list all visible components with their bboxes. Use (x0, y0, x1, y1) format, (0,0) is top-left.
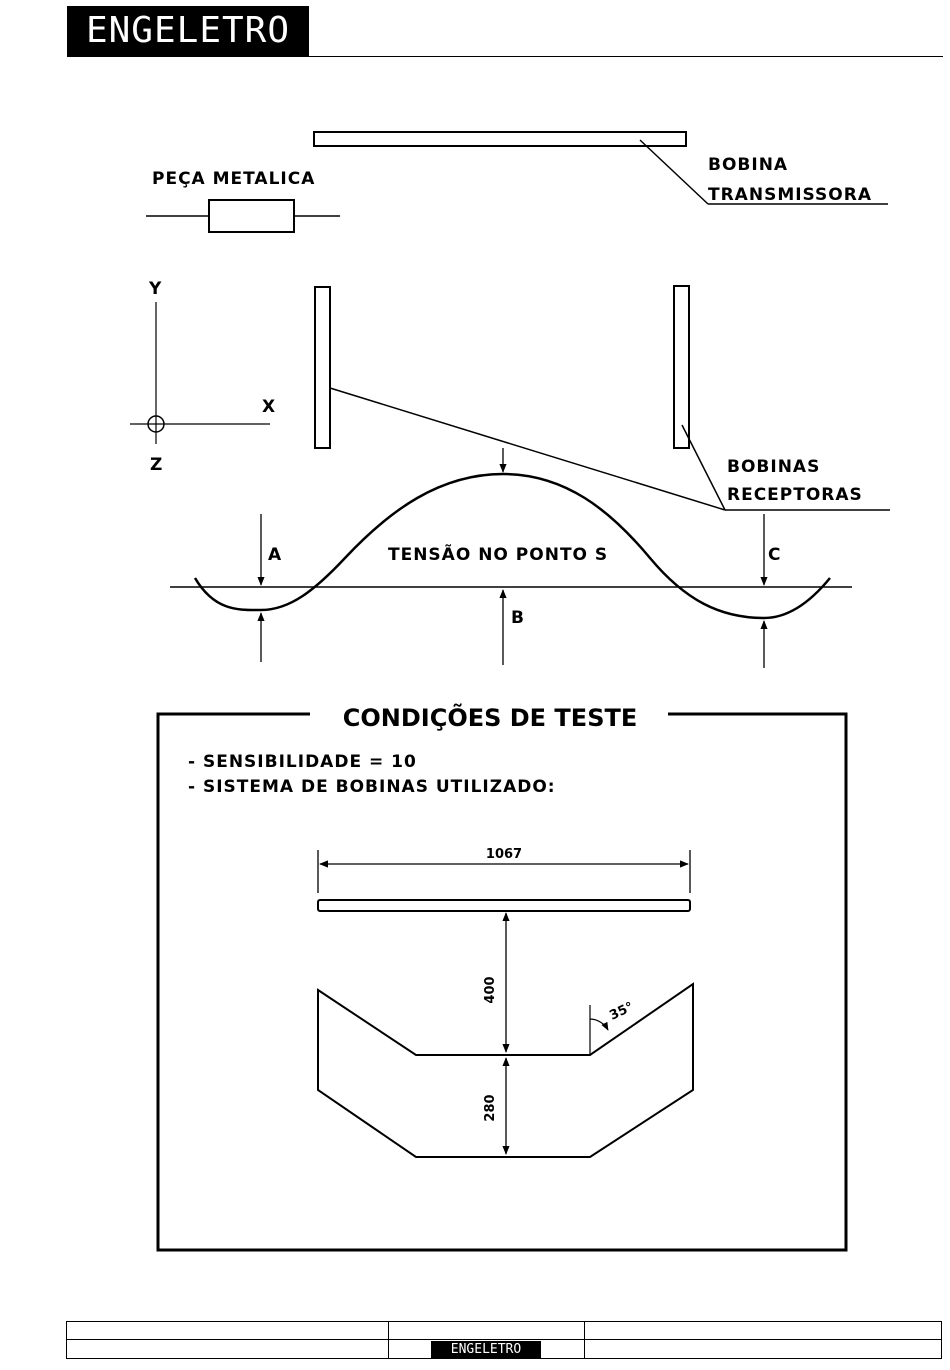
dim-depth-label: 280 (483, 1094, 498, 1121)
transmitter-label-1: BOBINA (708, 155, 788, 175)
metal-piece (209, 200, 294, 232)
footer-logo: ENGELETRO (431, 1341, 541, 1358)
point-a-label: A (268, 545, 282, 565)
dim-width-label: 1067 (486, 847, 522, 862)
condition-item-2: - SISTEMA DE BOBINAS UTILIZADO: (188, 777, 556, 797)
axis-x-label: X (262, 397, 276, 417)
receiver-coil-left (315, 287, 330, 448)
wave-label: TENSÃO NO PONTO S (388, 542, 608, 565)
angle-arc (590, 1019, 608, 1030)
coil-diagram: BOBINA TRANSMISSORA PEÇA METALICA Y X Z … (0, 0, 950, 1320)
transmitter-leader (640, 140, 708, 204)
axis-z-label: Z (150, 455, 163, 475)
footer-row-divider (67, 1339, 941, 1340)
transmitter-coil (314, 132, 686, 146)
transmitter-label-2: TRANSMISSORA (708, 185, 872, 205)
test-transmitter-coil (318, 900, 690, 911)
point-c-label: C (768, 545, 781, 565)
footer-table: ENGELETRO (66, 1321, 942, 1359)
test-conditions-title: CONDIÇÕES DE TESTE (343, 702, 638, 732)
receiver-coil-right (674, 286, 689, 448)
condition-item-1: - SENSIBILIDADE = 10 (188, 752, 417, 772)
receiver-leader-left (330, 388, 725, 510)
receiver-leader-right (682, 425, 725, 510)
receivers-label-1: BOBINAS (727, 457, 820, 477)
footer-col-divider-2 (584, 1322, 585, 1358)
receivers-label-2: RECEPTORAS (727, 485, 863, 505)
angle-label: 35° (607, 1000, 636, 1024)
footer-col-divider-1 (388, 1322, 389, 1358)
point-b-label: B (511, 608, 525, 628)
metal-piece-label: PEÇA METALICA (152, 169, 315, 189)
dim-gap-label: 400 (483, 976, 498, 1003)
axis-y-label: Y (148, 279, 162, 299)
